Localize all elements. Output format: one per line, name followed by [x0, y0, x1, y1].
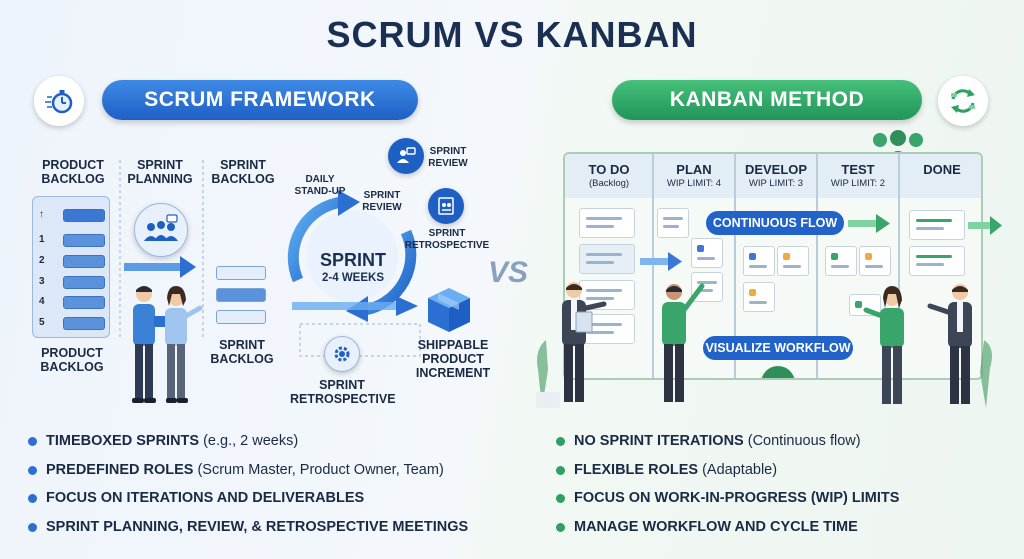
- sprint-retrospective-label-top: SPRINT RETROSPECTIVE: [404, 228, 490, 251]
- shippable-increment-label: SHIPPABLE PRODUCT INCREMENT: [415, 338, 491, 380]
- sprint-backlog-label-bottom: SPRINT BACKLOG: [210, 338, 274, 366]
- backlog-item: [63, 209, 105, 222]
- backlog-number: 2: [39, 255, 45, 266]
- scrum-characteristics-list: TIMEBOXED SPRINTS (e.g., 2 weeks) PREDEF…: [28, 433, 468, 547]
- product-backlog-label-top: PRODUCT BACKLOG: [41, 158, 105, 186]
- kanban-board: TO DO (Backlog) PLAN WIP LIMIT: 4 DEVELO…: [563, 152, 983, 380]
- product-backlog-list: ↑ 1 2 3 4 5: [32, 196, 110, 338]
- backlog-item: [63, 255, 105, 268]
- backlog-item: [63, 296, 105, 309]
- column-header-develop: DEVELOP WIP LIMIT: 3: [735, 154, 817, 198]
- list-item: NO SPRINT ITERATIONS (Continuous flow): [556, 433, 899, 462]
- backlog-number: 3: [39, 276, 45, 287]
- sprint-backlog-item: [216, 288, 266, 302]
- sprint-duration-label: 2-4 WEEKS: [322, 272, 384, 284]
- backlog-item: [63, 317, 105, 330]
- sprint-planning-label: SPRINT PLANNING: [127, 158, 193, 186]
- kanban-card: [579, 244, 635, 274]
- continuous-flow-badge: CONTINUOUS FLOW: [706, 211, 844, 235]
- list-item: SPRINT PLANNING, REVIEW, & RETROSPECTIVE…: [28, 519, 468, 548]
- sprint-center-label: SPRINT: [319, 250, 386, 270]
- kanban-card: [743, 246, 775, 276]
- scrum-team-illustration: [132, 286, 203, 403]
- vs-divider-label: VS: [488, 256, 529, 289]
- backlog-number: 5: [39, 317, 45, 328]
- visualize-workflow-badge: VISUALIZE WORKFLOW: [703, 336, 853, 360]
- kanban-method-heading: KANBAN METHOD: [612, 80, 922, 120]
- team-icon: [134, 203, 188, 257]
- kanban-card: [743, 282, 775, 312]
- team-icon: [761, 366, 795, 378]
- sprint-review-inner-label: SPRINT REVIEW: [362, 190, 402, 213]
- backlog-item: [63, 276, 105, 289]
- package-icon: [428, 288, 470, 332]
- list-item: TIMEBOXED SPRINTS (e.g., 2 weeks): [28, 433, 468, 462]
- kanban-card: [909, 210, 965, 240]
- sprint-backlog-item: [216, 310, 266, 324]
- column-header-plan: PLAN WIP LIMIT: 4: [653, 154, 735, 198]
- sprint-retrospective-icon: [428, 188, 464, 224]
- stopwatch-icon: [34, 76, 84, 126]
- kanban-card: [777, 246, 809, 276]
- sprint-backlog-label-top: SPRINT BACKLOG: [211, 158, 275, 186]
- page-title: SCRUM VS KANBAN: [326, 14, 698, 55]
- kanban-person-far-right: [927, 284, 992, 408]
- kanban-card: [859, 246, 891, 276]
- sprint-backlog-item: [216, 266, 266, 280]
- kanban-person-middle: [662, 283, 705, 402]
- cycle-arrows-icon: [938, 76, 988, 126]
- gear-icon: [324, 336, 360, 372]
- kanban-characteristics-list: NO SPRINT ITERATIONS (Continuous flow) F…: [556, 433, 899, 547]
- sprint-retrospective-label-bottom: SPRINT RETROSPECTIVE: [290, 378, 396, 406]
- list-item: FOCUS ON ITERATIONS AND DELIVERABLES: [28, 490, 468, 519]
- sprint-cycle-arrows: [287, 190, 418, 322]
- backlog-arrow-up-icon: ↑: [39, 209, 44, 220]
- backlog-item: [63, 234, 105, 247]
- list-item: PREDEFINED ROLES (Scrum Master, Product …: [28, 462, 468, 491]
- backlog-number: 1: [39, 234, 45, 245]
- list-item: FLEXIBLE ROLES (Adaptable): [556, 462, 899, 491]
- backlog-number: 4: [39, 296, 45, 307]
- sprint-review-icon: [388, 138, 424, 174]
- sprint-review-label-top: SPRINT REVIEW: [428, 146, 468, 169]
- list-item: MANAGE WORKFLOW AND CYCLE TIME: [556, 519, 899, 548]
- product-backlog-label-bottom: PRODUCT BACKLOG: [40, 346, 104, 374]
- planning-arrow-icon: [124, 256, 196, 278]
- kanban-person-right-woman: [863, 286, 904, 404]
- column-header-done: DONE: [899, 154, 981, 198]
- scrum-framework-heading: SCRUM FRAMEWORK: [102, 80, 418, 120]
- kanban-card: [691, 238, 723, 268]
- kanban-card: [657, 208, 689, 238]
- kanban-person-left: [536, 282, 607, 408]
- column-header-test: TEST WIP LIMIT: 2: [817, 154, 899, 198]
- kanban-card: [579, 208, 635, 238]
- kanban-card: [909, 246, 965, 276]
- daily-standup-label: DAILY STAND-UP: [294, 174, 346, 197]
- list-item: FOCUS ON WORK-IN-PROGRESS (WIP) LIMITS: [556, 490, 899, 519]
- column-header-todo: TO DO (Backlog): [565, 154, 653, 198]
- kanban-card: [825, 246, 857, 276]
